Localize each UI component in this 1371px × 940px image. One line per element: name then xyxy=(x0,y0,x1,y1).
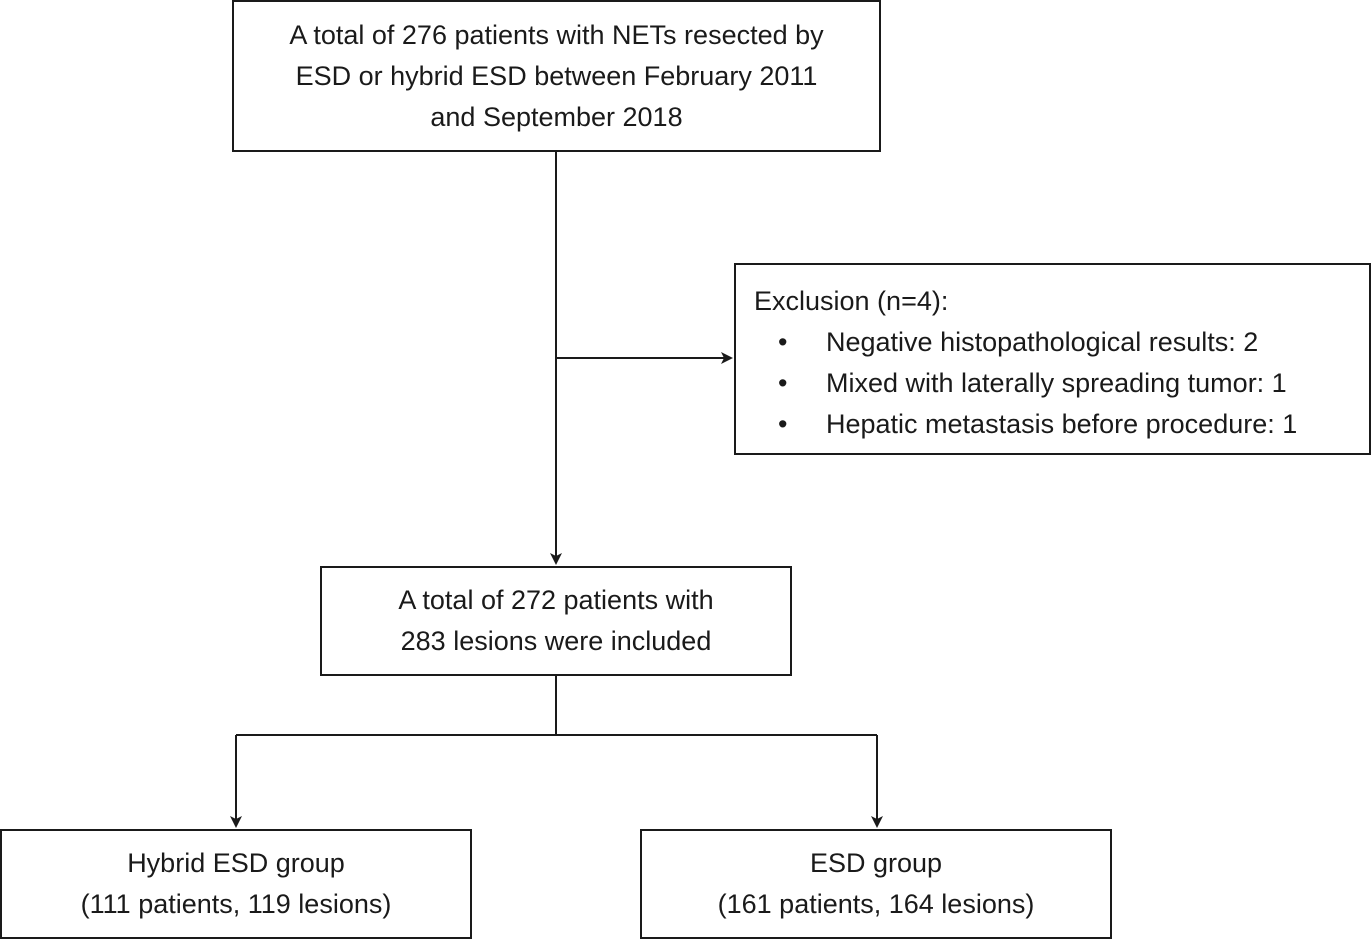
esd-group-counts: (161 patients, 164 lesions) xyxy=(717,889,1035,919)
exclusion-item-label: Mixed with laterally spreading tumor: 1 xyxy=(826,368,1287,398)
esd-group-title: ESD group xyxy=(809,848,943,878)
exclusion-box: Exclusion (n=4): • Negative histopatholo… xyxy=(734,263,1371,455)
total-patients-line-2: ESD or hybrid ESD between February 2011 xyxy=(295,60,818,91)
included-patients-line-2: 283 lesions were included xyxy=(400,626,712,656)
total-patients-line-3: and September 2018 xyxy=(430,101,683,132)
included-patients-line-1: A total of 272 patients with xyxy=(398,585,714,615)
included-patients-box: A total of 272 patients with 283 lesions… xyxy=(320,566,792,676)
hybrid-esd-group-box: Hybrid ESD group (111 patients, 119 lesi… xyxy=(0,829,472,939)
exclusion-title: Exclusion (n=4): xyxy=(754,286,949,316)
hybrid-esd-group-title: Hybrid ESD group xyxy=(127,848,345,878)
exclusion-item: • Hepatic metastasis before procedure: 1 xyxy=(754,404,1369,445)
esd-group-box: ESD group (161 patients, 164 lesions) xyxy=(640,829,1112,939)
bullet-icon: • xyxy=(778,409,788,439)
hybrid-esd-group-counts: (111 patients, 119 lesions) xyxy=(80,889,392,919)
exclusion-item: • Mixed with laterally spreading tumor: … xyxy=(754,363,1369,404)
total-patients-box: A total of 276 patients with NETs resect… xyxy=(232,0,881,152)
exclusion-item: • Negative histopathological results: 2 xyxy=(754,322,1369,363)
exclusion-item-label: Hepatic metastasis before procedure: 1 xyxy=(826,409,1298,439)
bullet-icon: • xyxy=(778,327,788,357)
bullet-icon: • xyxy=(778,368,788,398)
exclusion-item-label: Negative histopathological results: 2 xyxy=(826,327,1259,357)
exclusion-list: • Negative histopathological results: 2 … xyxy=(754,322,1369,445)
total-patients-line-1: A total of 276 patients with NETs resect… xyxy=(289,19,824,50)
